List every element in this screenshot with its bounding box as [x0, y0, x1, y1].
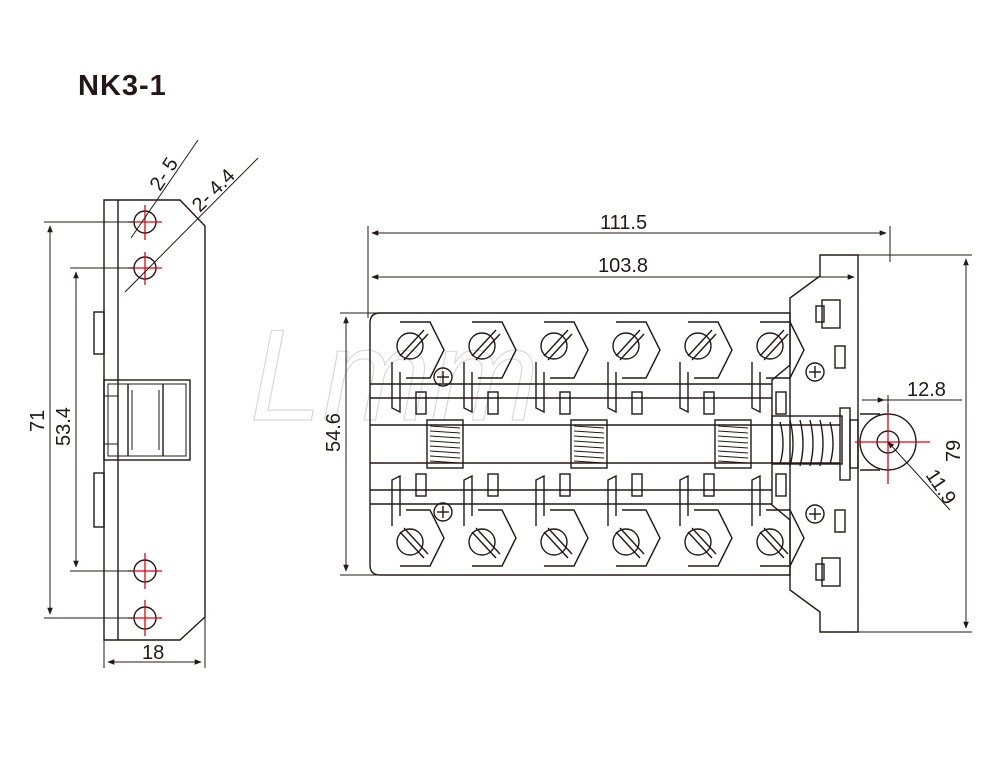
hole-callout-bottom: 2- 4.4 — [188, 165, 240, 217]
terminal-bottom-4 — [607, 473, 661, 567]
watermark: Lmm — [250, 302, 539, 448]
shaft-spring — [779, 419, 834, 467]
dim-knob-radius: 11.9 — [921, 465, 960, 508]
contact-spring-2 — [570, 419, 608, 469]
contact-springs — [426, 419, 752, 469]
plate-screw-top — [805, 362, 825, 382]
terminal-top-5 — [679, 321, 733, 415]
side-center-block — [103, 379, 191, 461]
dim-width: 18 — [142, 642, 164, 664]
terminal-top-4 — [607, 321, 661, 415]
dim-overall-height: 71 — [27, 410, 49, 432]
dim-overall-length: 111.5 — [600, 212, 647, 234]
body-screw-top — [433, 367, 453, 387]
dim-body-height: 54.6 — [323, 413, 345, 452]
dim-inner-length: 103.8 — [598, 255, 648, 277]
terminal-top-3 — [535, 321, 589, 415]
terminal-bottom-1 — [391, 473, 445, 567]
contact-spring-1 — [426, 419, 464, 469]
dim-knob-height: 79 — [943, 440, 965, 462]
terminal-array — [391, 321, 805, 567]
terminal-bottom-2 — [463, 473, 517, 567]
terminal-bottom-5 — [679, 473, 733, 567]
dim-inner-height: 53.4 — [53, 407, 75, 446]
model-title: NK3-1 — [78, 70, 167, 102]
plate-screw-bottom — [805, 504, 825, 524]
terminal-bottom-6 — [751, 473, 805, 567]
knob — [855, 404, 930, 484]
dim-knob-offset: 12.8 — [907, 379, 946, 401]
hole-callout-top: 2- 5 — [146, 154, 183, 195]
switch-body-outline — [369, 312, 791, 576]
side-view: 2- 5 2- 4.4 71 53.4 18 — [27, 139, 259, 668]
body-screw-bottom — [433, 502, 453, 522]
terminal-top-6 — [751, 321, 805, 415]
contact-spring-3 — [714, 419, 752, 469]
terminal-top-2 — [463, 321, 517, 415]
terminal-top-1 — [391, 321, 445, 415]
terminal-bottom-3 — [535, 473, 589, 567]
shaft — [771, 415, 843, 465]
front-view: 111.5 103.8 54.6 — [323, 212, 972, 633]
